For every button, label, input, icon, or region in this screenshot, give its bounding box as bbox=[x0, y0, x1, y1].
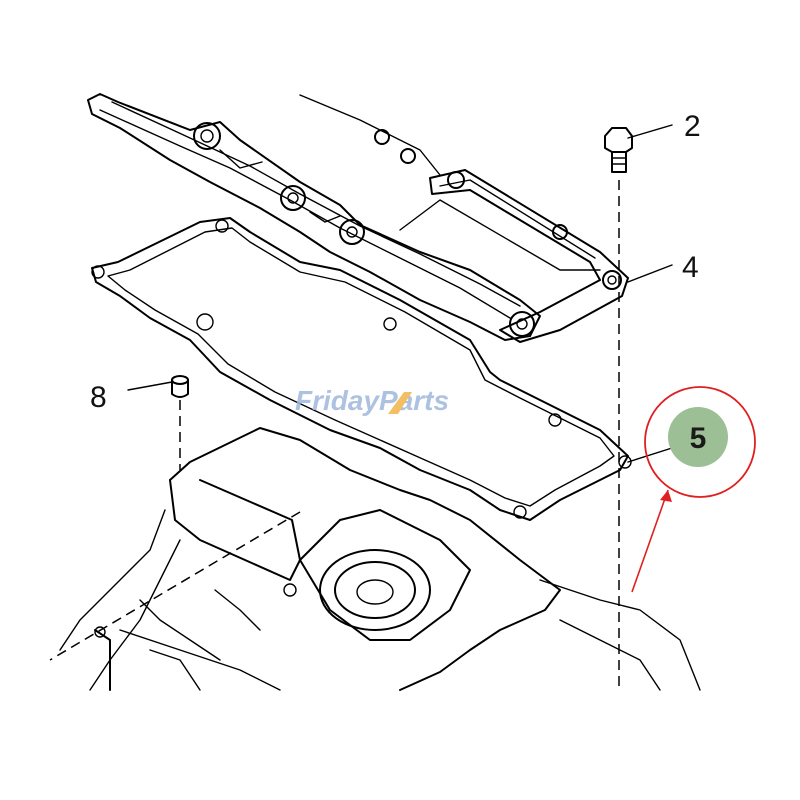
axis-centerline bbox=[49, 511, 301, 661]
callout-label-4: 4 bbox=[682, 251, 699, 284]
leader-8 bbox=[127, 381, 173, 391]
callout-label-5: 5 bbox=[690, 422, 707, 455]
watermark-slash-icon bbox=[388, 392, 412, 414]
bolt-part bbox=[604, 127, 633, 173]
callout-label-8: 8 bbox=[90, 381, 107, 414]
cylinder-head bbox=[59, 427, 701, 691]
watermark-part-1: Friday bbox=[295, 385, 380, 416]
watermark-part-2: Parts bbox=[379, 385, 449, 416]
svg-text:FridayParts: FridayParts bbox=[295, 385, 449, 416]
callout-label-2: 2 bbox=[684, 110, 701, 143]
rocker-assembly bbox=[87, 93, 541, 341]
callout-badge-5 bbox=[668, 407, 728, 467]
leader-4 bbox=[627, 264, 673, 283]
leader-2 bbox=[627, 124, 673, 139]
gasket bbox=[91, 217, 632, 521]
valve-cover-plate bbox=[399, 169, 629, 343]
highlight-circle bbox=[644, 386, 756, 498]
arrow-head-icon bbox=[660, 490, 672, 502]
dowel-pin-part bbox=[171, 375, 189, 398]
leader-5 bbox=[627, 447, 673, 463]
highlight-arrow bbox=[631, 489, 669, 593]
watermark-logo: FridayParts bbox=[295, 385, 449, 416]
